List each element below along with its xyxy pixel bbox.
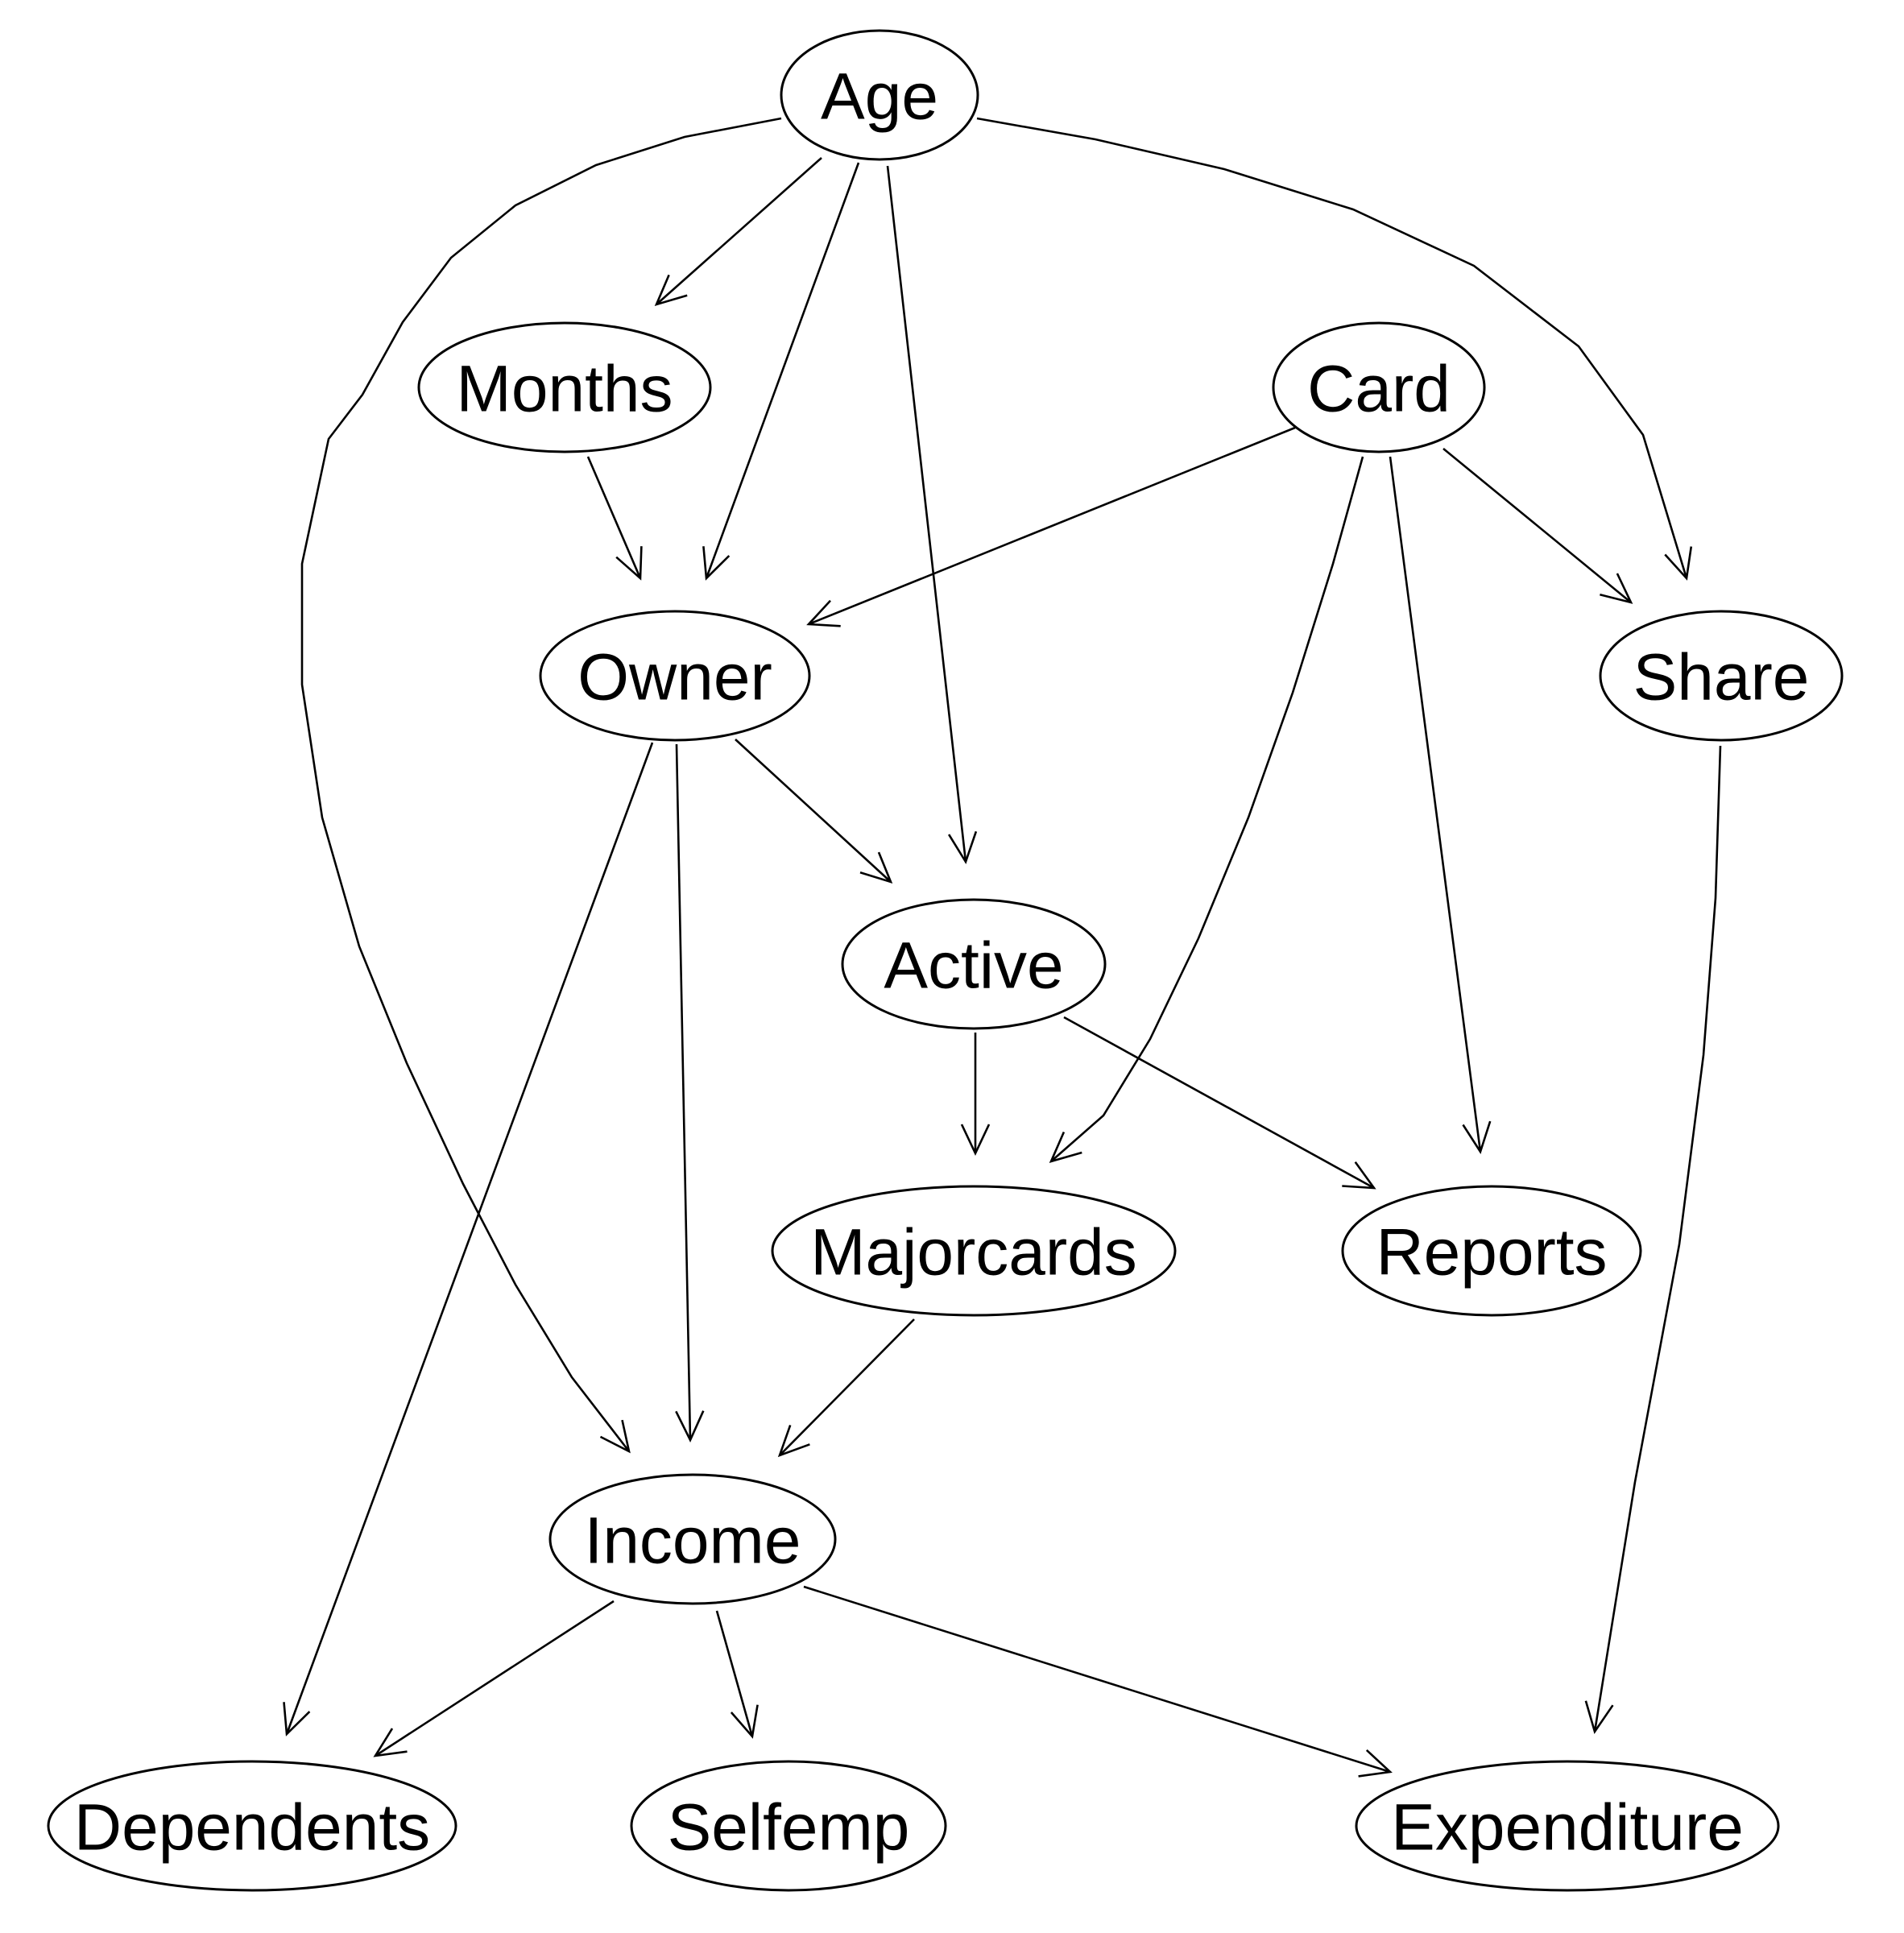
edge-line [779,1318,915,1456]
edge-owner-to-income [675,743,705,1443]
edge-line [656,157,822,305]
node-label-active: Active [884,929,1063,1003]
edge-line [675,743,692,1441]
edge-line [1063,1016,1375,1190]
node-label-share: Share [1633,641,1810,714]
arrowhead-icon [777,1424,810,1458]
arrowhead-icon [960,1124,991,1157]
arrowhead-icon [654,274,688,307]
arrowhead-icon [373,1728,408,1757]
edge-age-to-active [886,165,978,865]
edge-line [1593,745,1722,1732]
edge-line [1389,456,1482,1153]
edge-layer [283,117,1722,1778]
edge-card-to-reports [1389,456,1492,1155]
edge-age-to-share [976,117,1693,581]
node-ellipse [841,898,1107,1030]
node-label-majorcards: Majorcards [810,1216,1137,1289]
node-ellipse [1355,1760,1780,1892]
node-label-expenditure: Expenditure [1391,1791,1744,1865]
arrowhead-icon [1342,1161,1376,1190]
node-ellipse [47,1760,457,1892]
node-months: Months [417,321,712,453]
edge-line [375,1600,615,1757]
edge-line [715,1610,754,1737]
arrowhead-icon [859,851,893,884]
edge-income-to-selfemp [715,1610,759,1739]
edge-income-to-dependents [373,1600,615,1757]
edge-active-to-majorcards [960,1033,991,1157]
node-active: Active [841,898,1107,1030]
node-ellipse [1272,321,1486,453]
arrowhead-icon [702,546,731,581]
node-label-dependents: Dependents [74,1791,430,1865]
node-age: Age [780,29,979,161]
arrowhead-icon [1664,546,1693,581]
edge-age-to-months [654,157,822,307]
edge-line [705,162,860,579]
edge-months-to-owner [586,456,643,581]
edge-card-to-owner [806,426,1296,627]
arrowhead-icon [599,1419,631,1454]
node-ellipse [539,610,811,742]
node-ellipse [1599,610,1844,742]
node-label-reports: Reports [1376,1216,1607,1289]
edge-line [1050,456,1364,1162]
arrowhead-icon [615,546,643,581]
node-label-selfemp: Selfemp [668,1791,910,1865]
edge-age-to-income [300,117,782,1454]
edge-share-to-expenditure [1584,745,1722,1735]
arrowhead-icon [1049,1131,1082,1164]
node-reports: Reports [1341,1185,1642,1317]
node-ellipse [771,1185,1177,1317]
arrowhead-icon [1358,1749,1393,1778]
node-share: Share [1599,610,1844,742]
edge-line [886,165,967,863]
node-label-owner: Owner [577,641,772,714]
node-label-months: Months [457,353,673,426]
edge-card-to-share [1442,447,1633,604]
node-expenditure: Expenditure [1355,1760,1780,1892]
node-ellipse [548,1473,837,1605]
node-ellipse [417,321,712,453]
arrowhead-icon [675,1410,705,1443]
edge-age-to-owner [702,162,860,581]
arrowhead-icon [947,830,978,865]
edge-line [285,742,654,1735]
node-label-income: Income [585,1505,801,1578]
node-owner: Owner [539,610,811,742]
edge-owner-to-active [735,739,893,884]
edge-line [586,456,642,579]
node-selfemp: Selfemp [630,1760,947,1892]
arrowhead-icon [1600,573,1633,604]
edge-line [803,1585,1391,1774]
arrowhead-icon [1584,1700,1614,1735]
arrowhead-icon [806,599,841,627]
edge-income-to-expenditure [803,1585,1393,1778]
arrowhead-icon [283,1702,311,1736]
edge-line [1442,447,1632,604]
arrowhead-icon [1462,1120,1492,1155]
node-majorcards: Majorcards [771,1185,1177,1317]
edge-active-to-reports [1063,1016,1376,1190]
edge-line [300,117,782,1452]
node-card: Card [1272,321,1486,453]
edge-line [808,426,1296,626]
edge-owner-to-dependents [283,742,654,1736]
arrowhead-icon [730,1704,759,1739]
node-ellipse [780,29,979,161]
node-income: Income [548,1473,837,1605]
edge-card-to-majorcards [1049,456,1364,1164]
node-ellipse [630,1760,947,1892]
edge-line [735,739,892,883]
node-ellipse [1341,1185,1642,1317]
edge-majorcards-to-income [777,1318,915,1458]
edge-line [976,117,1688,579]
node-label-age: Age [821,60,938,134]
node-dependents: Dependents [47,1760,457,1892]
node-label-card: Card [1307,353,1451,426]
